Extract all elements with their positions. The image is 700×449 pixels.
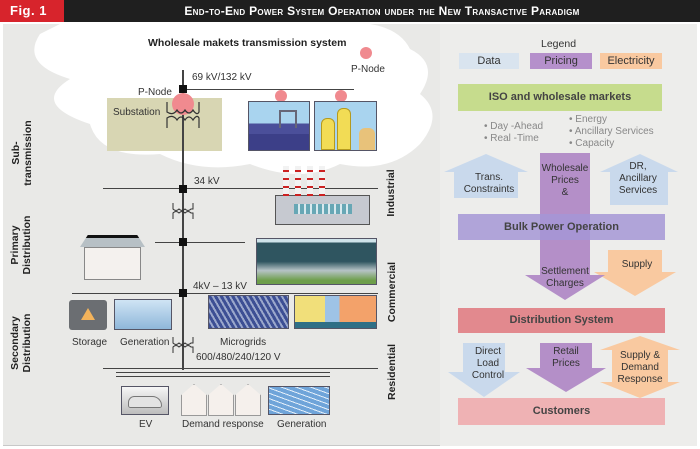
figure-number: Fig. 1 bbox=[0, 0, 64, 22]
refinery-icon bbox=[314, 101, 377, 151]
bus-node bbox=[179, 185, 187, 193]
smokestack bbox=[307, 166, 313, 196]
supply-label: Supply bbox=[621, 259, 653, 270]
transformer-icon bbox=[172, 203, 194, 219]
storage-label: Storage bbox=[72, 337, 108, 348]
rooftop-solar-icon bbox=[268, 386, 330, 415]
trans-constraints-arrow bbox=[444, 154, 528, 198]
primary-branch-line bbox=[155, 242, 245, 243]
dr-ancillary-arrow bbox=[600, 154, 678, 205]
sector-label-industrial: Industrial bbox=[385, 169, 397, 217]
distribution-system-bar: Distribution System bbox=[458, 308, 665, 333]
pnode-label-right: P-Node bbox=[351, 64, 385, 75]
bullet-ancillary: • Ancillary Services bbox=[569, 126, 654, 137]
power-plant-icon bbox=[248, 101, 310, 151]
bullet-energy: • Energy bbox=[569, 114, 607, 125]
wholesale-prices-label: Wholesale Prices & bbox=[541, 163, 589, 198]
battery-icon bbox=[69, 300, 107, 330]
bus-node bbox=[179, 238, 187, 246]
legend-title: Legend bbox=[541, 38, 577, 50]
smokestack bbox=[319, 166, 325, 196]
retail-prices-arrow bbox=[526, 343, 606, 392]
side-label-sub-transmission: Sub-transmission bbox=[10, 120, 34, 186]
voltage-low: 600/480/240/120 V bbox=[196, 352, 281, 363]
figure-title: End-to-End Power System Operation under … bbox=[184, 4, 580, 18]
legend-data: Data bbox=[459, 53, 519, 69]
service-line bbox=[116, 372, 330, 373]
legend-electricity: Electricity bbox=[600, 53, 662, 69]
pnode-marker bbox=[275, 90, 287, 102]
pnode-label-left: P-Node bbox=[138, 87, 172, 98]
ev-label: EV bbox=[139, 419, 153, 430]
transformer-icon bbox=[172, 337, 194, 353]
service-line bbox=[116, 376, 330, 377]
bus-4-13kv bbox=[72, 293, 378, 294]
legend-pricing: Pricing bbox=[530, 53, 592, 69]
bullet-capacity: • Capacity bbox=[569, 138, 615, 149]
factory-icon bbox=[275, 195, 370, 225]
greenhouse-icon bbox=[256, 238, 377, 285]
ev-car-icon bbox=[121, 386, 169, 415]
iso-wholesale-bar: ISO and wholesale markets bbox=[458, 84, 662, 111]
microgrids-label: Microgrids bbox=[220, 337, 267, 348]
retail-prices-label: Retail Prices bbox=[552, 346, 580, 369]
smokestack bbox=[295, 166, 301, 196]
voltage-69-132kv: 69 kV/132 kV bbox=[192, 72, 252, 83]
sector-label-commercial: Commercial bbox=[386, 261, 398, 323]
figure-header bbox=[0, 0, 700, 22]
wind-farm-icon bbox=[114, 299, 172, 330]
voltage-34kv: 34 kV bbox=[194, 176, 220, 187]
bulk-power-bar: Bulk Power Operation bbox=[458, 214, 665, 240]
pnode-marker bbox=[360, 47, 372, 59]
substation-box bbox=[107, 98, 222, 151]
generation-solar-label: Generation bbox=[277, 419, 327, 430]
bullet-day-ahead: • Day -Ahead bbox=[484, 121, 544, 132]
supply-demand-arrow bbox=[600, 336, 680, 398]
dr-ancillary-label: DR, Ancillary Services bbox=[618, 161, 658, 196]
substation-pnode bbox=[172, 93, 194, 115]
demand-response-label: Demand response bbox=[182, 419, 264, 430]
bus-node bbox=[179, 85, 187, 93]
substation-label: Substation bbox=[113, 107, 161, 118]
transmission-line bbox=[184, 89, 354, 90]
bullet-real-time: • Real -Time bbox=[484, 133, 539, 144]
bus-node bbox=[179, 289, 187, 297]
flow-arrows bbox=[444, 153, 680, 398]
customers-bar: Customers bbox=[458, 398, 665, 425]
trans-constraints-label: Trans. Constraints bbox=[463, 172, 515, 195]
direct-load-arrow bbox=[448, 343, 520, 397]
houses-icon bbox=[181, 384, 263, 416]
cloud-title: Wholesale makets transmission system bbox=[148, 37, 347, 49]
smokestack bbox=[283, 166, 289, 196]
direct-load-control-label: Direct Load Control bbox=[471, 346, 505, 381]
pnode-marker bbox=[335, 90, 347, 102]
main-feeder-line bbox=[182, 70, 184, 370]
secondary-bus bbox=[103, 368, 378, 369]
transformer-icon bbox=[166, 102, 200, 128]
solar-farm-icon bbox=[208, 295, 289, 329]
generation-wind-label: Generation bbox=[120, 337, 170, 348]
settlement-charges-label: Settlement Charges bbox=[541, 266, 589, 289]
bus-34kv bbox=[103, 188, 378, 189]
office-building-icon bbox=[80, 235, 145, 281]
voltage-4-13kv: 4kV – 13 kV bbox=[193, 281, 247, 292]
sector-label-residential: Residential bbox=[386, 343, 398, 401]
supply-arrow bbox=[594, 250, 676, 296]
supply-demand-response-label: Supply & Demand Response bbox=[617, 350, 663, 385]
shops-icon bbox=[294, 295, 377, 329]
